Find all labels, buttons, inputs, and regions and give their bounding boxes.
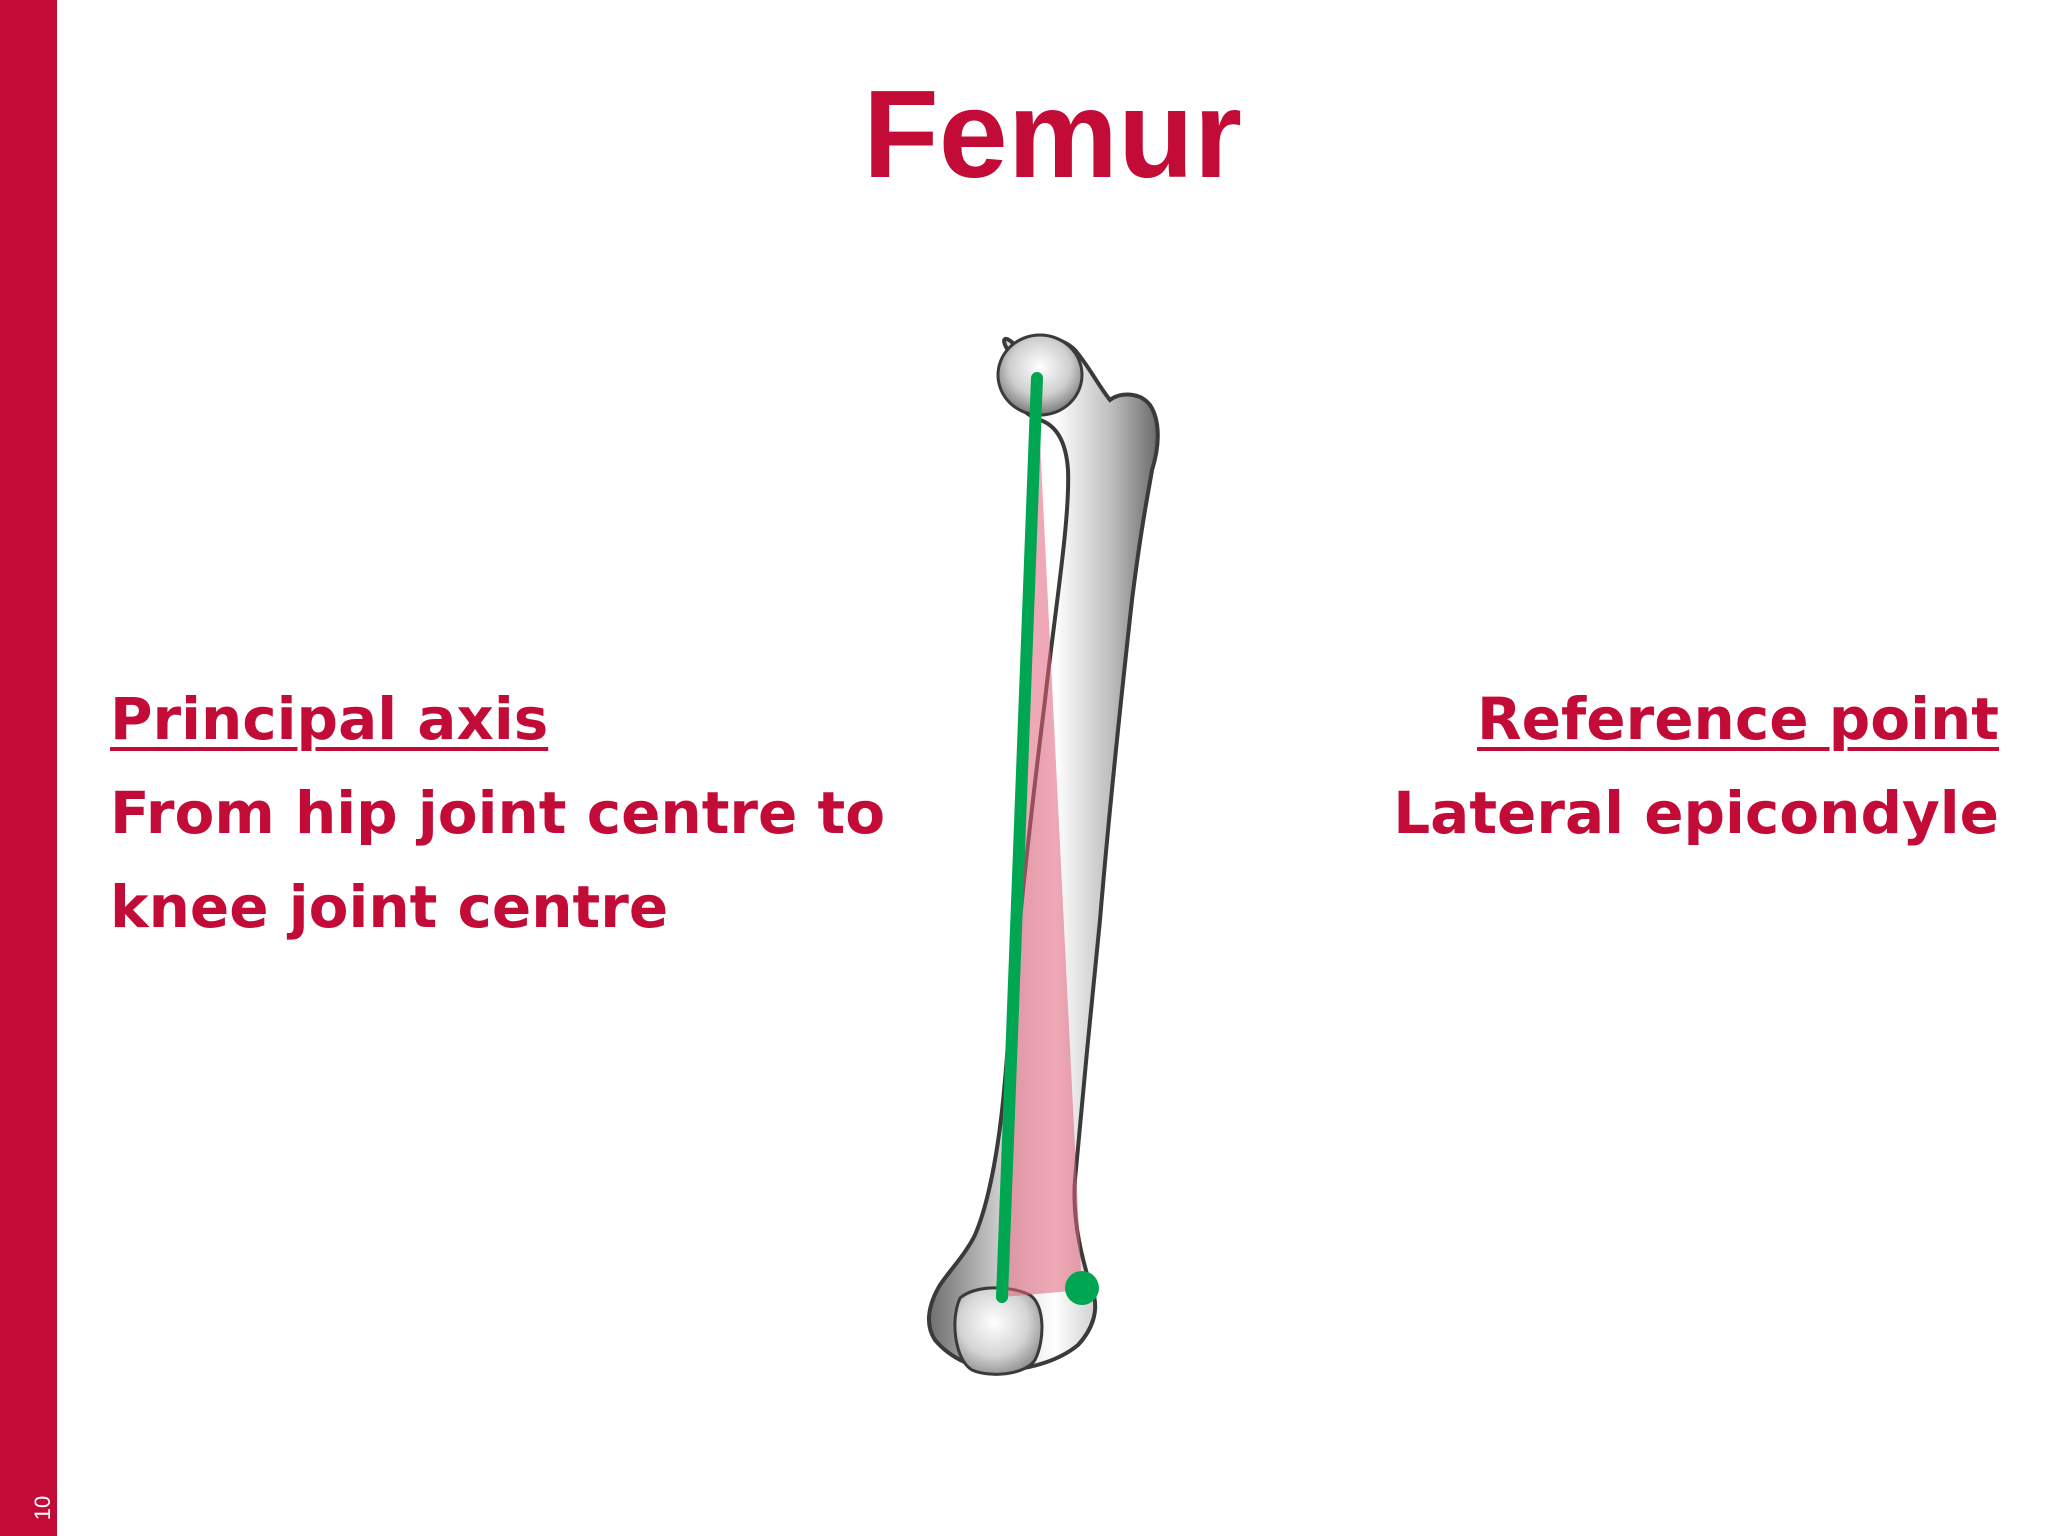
- principal-axis-heading: Principal axis: [110, 685, 549, 753]
- lateral-epicondyle-point: [1065, 1271, 1099, 1305]
- principal-axis-line2: knee joint centre: [110, 873, 669, 941]
- reference-plane: [1003, 380, 1082, 1297]
- reference-point-heading: Reference point: [1477, 685, 1999, 753]
- principal-axis-text: Principal axis From hip joint centre to …: [110, 672, 885, 954]
- reference-point-line1: Lateral epicondyle: [1393, 779, 1999, 847]
- principal-axis-line1: From hip joint centre to: [110, 779, 886, 847]
- reference-point-text: Reference point Lateral epicondyle: [1393, 672, 1999, 860]
- slide-title: Femur: [863, 66, 1242, 204]
- principal-axis-line: [996, 372, 1043, 1303]
- side-accent-bar: [0, 0, 57, 1536]
